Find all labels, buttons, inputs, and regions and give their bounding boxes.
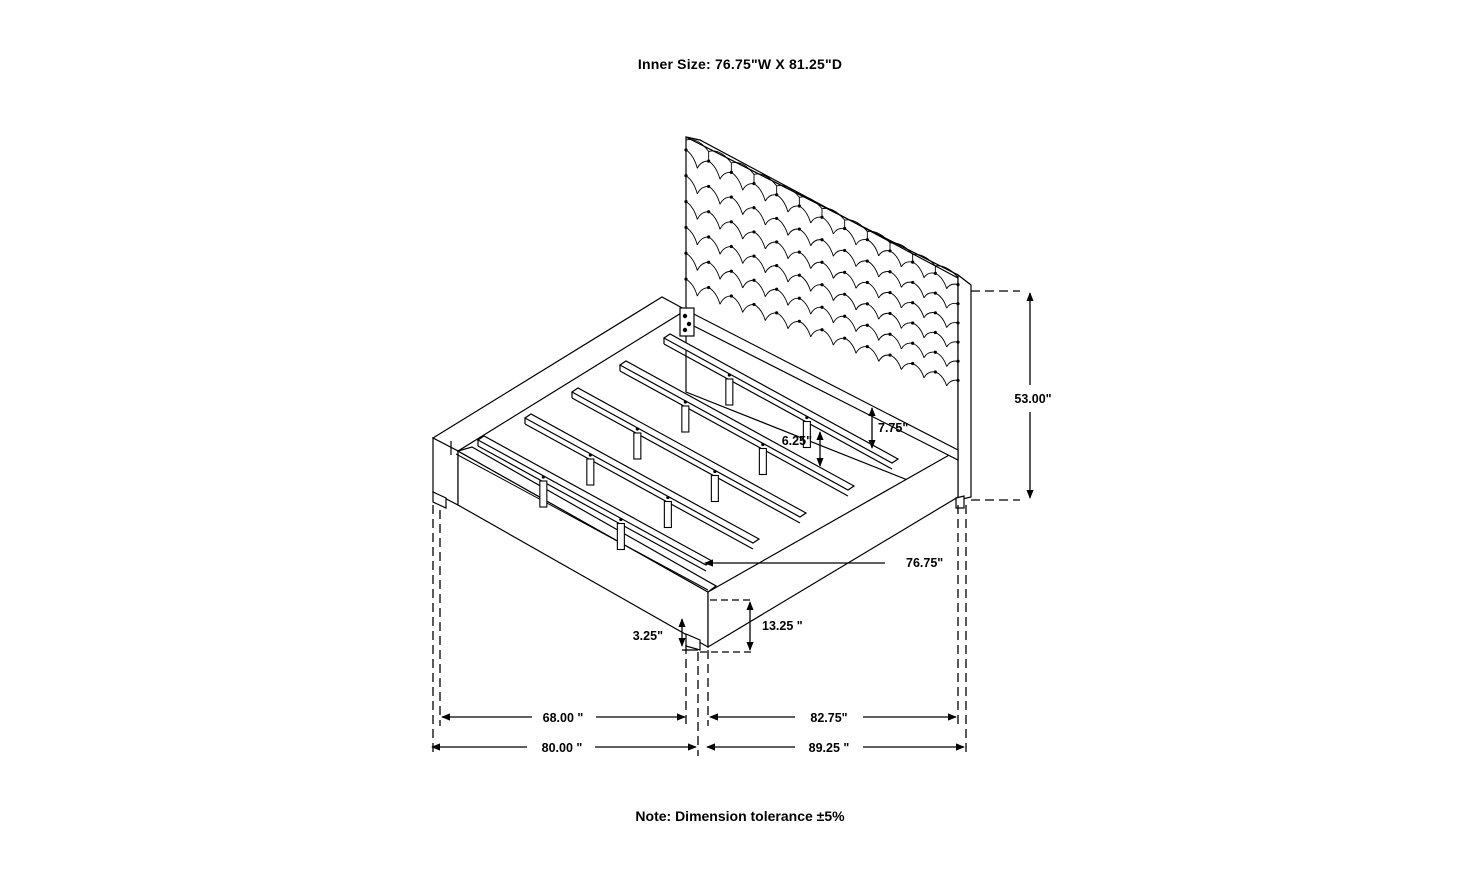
- bed-frame: [431, 296, 959, 649]
- slat-gap-high-label: 7.75": [878, 421, 908, 435]
- headboard-height-label: 53.00": [1014, 392, 1051, 406]
- dimension-labels: 53.00" 7.75" 6.25" 76.75" 13.25 " 3.25" …: [542, 392, 1052, 755]
- corner-bracket: [679, 307, 695, 337]
- outer-width-label: 80.00 ": [542, 741, 583, 755]
- dimension-lines: [431, 290, 1034, 756]
- outer-length-label: 89.25 ": [809, 741, 850, 755]
- feet: [432, 491, 965, 651]
- diagram-title: Inner Size: 76.75"W X 81.25"D: [637, 56, 843, 72]
- inner-width-label: 76.75": [906, 556, 943, 570]
- slats: [455, 333, 900, 591]
- support-legs: [539, 373, 811, 551]
- headboard-tufting: [684, 139, 960, 387]
- inner-width-front-label: 68.00 ": [543, 711, 584, 725]
- headboard: [684, 136, 972, 501]
- leg-height-label: 3.25": [633, 629, 663, 643]
- inner-length-side-label: 82.75": [810, 711, 847, 725]
- slat-gap-low-label: 6.25": [782, 434, 812, 448]
- tolerance-note: Note: Dimension tolerance ±5%: [635, 808, 845, 824]
- rail-height-label: 13.25 ": [762, 619, 803, 633]
